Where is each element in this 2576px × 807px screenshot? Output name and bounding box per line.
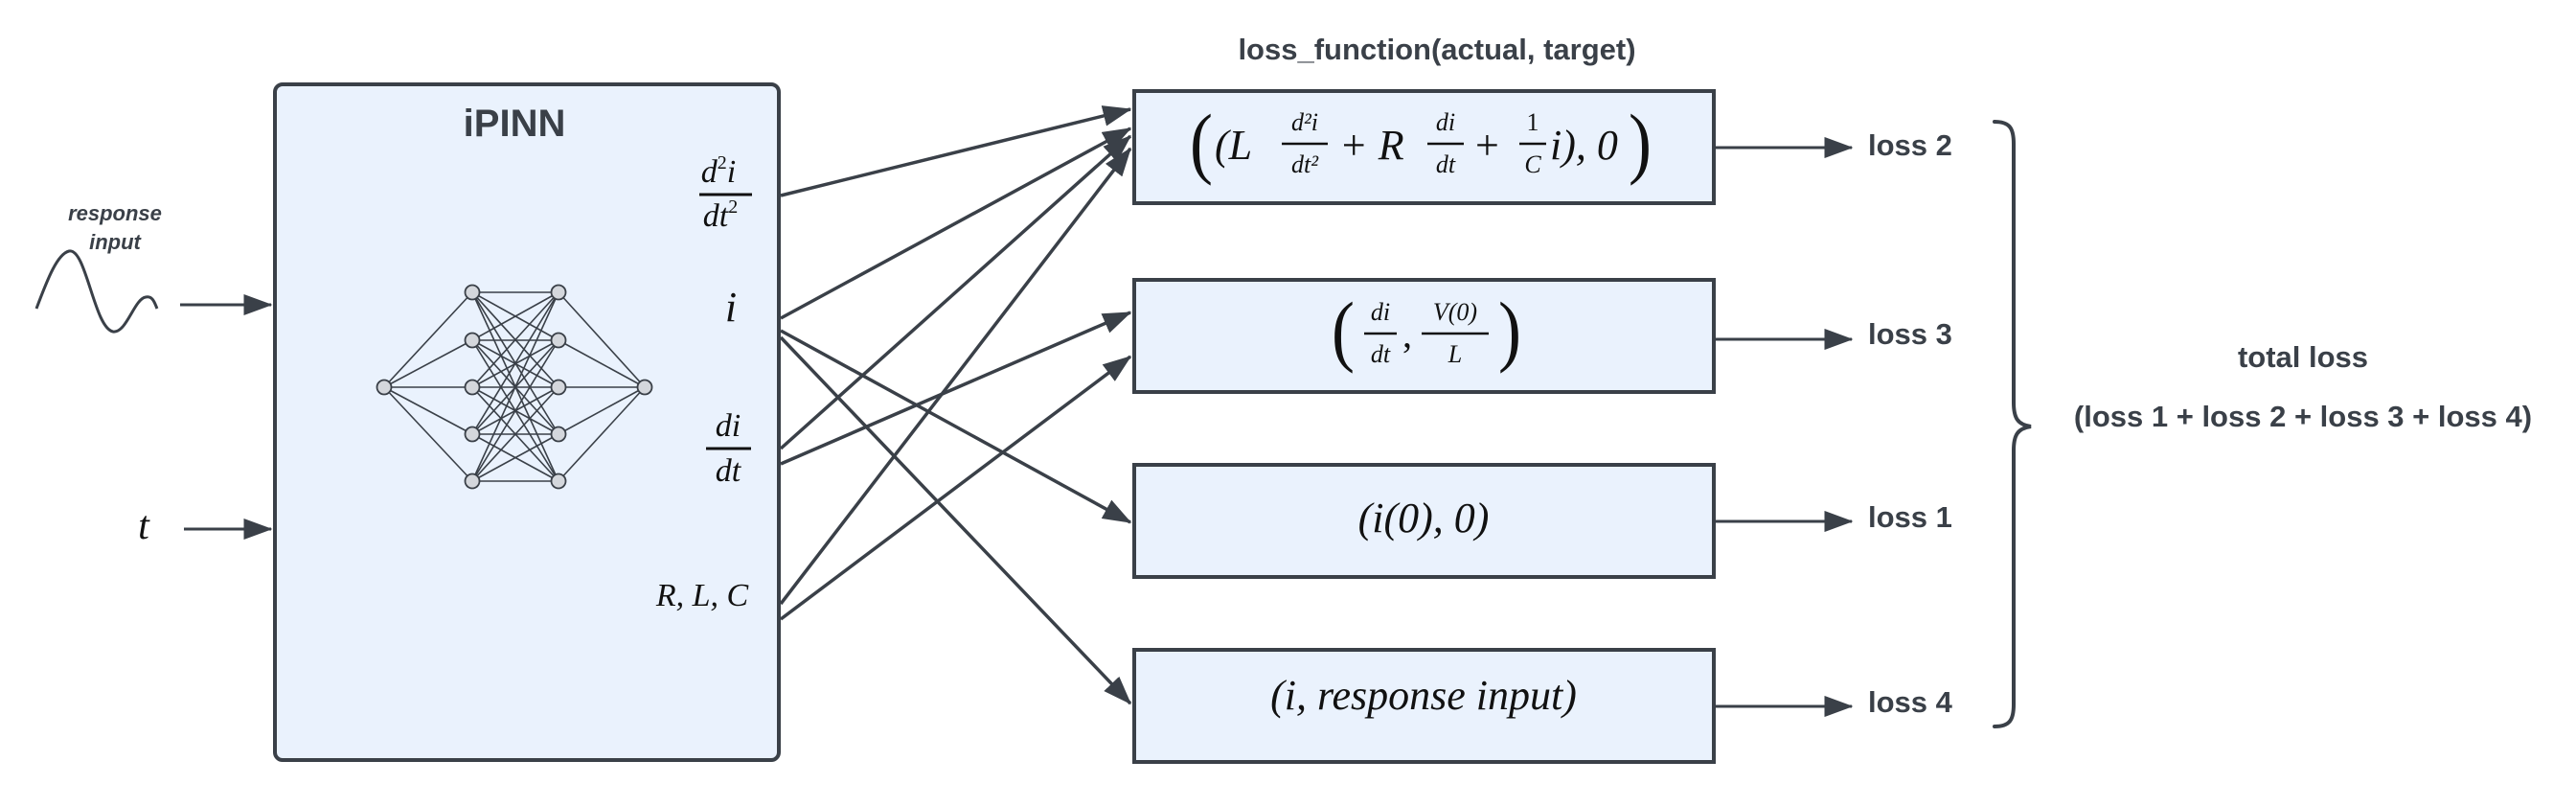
loss-box-3-formula: ( di dt , V(0) L ) — [1332, 286, 1521, 374]
box3-close-paren: ) — [1498, 286, 1521, 374]
loss-box-2 — [1132, 89, 1716, 205]
nn-node — [464, 284, 481, 301]
nn-edge — [471, 433, 559, 482]
d2i-den-dt: dt — [703, 198, 730, 234]
nn-edge — [471, 339, 559, 482]
nn-edge — [471, 386, 559, 482]
loss-box-3 — [1132, 278, 1716, 394]
nn-edge — [471, 291, 559, 435]
arrow-i-to-box4 — [779, 335, 1132, 705]
box2-frac3-num: 1 — [1527, 108, 1539, 136]
box4-formula: (i, response input) — [1270, 672, 1577, 719]
nn-node — [550, 426, 567, 443]
di-denominator: dt — [716, 453, 742, 489]
output-rlc: R, L, C — [655, 578, 749, 613]
response-input-label-line2: input — [89, 230, 142, 254]
arrow-di-to-box3 — [780, 311, 1132, 466]
arrow-i-to-box2 — [780, 127, 1132, 320]
nn-node — [550, 379, 567, 396]
box2-frac1-num: d²i — [1291, 108, 1318, 136]
nn-edge — [471, 291, 559, 482]
box3-open-paren: ( — [1332, 286, 1355, 374]
box2-outer-open-paren: ( — [1190, 98, 1213, 186]
nn-edge — [558, 386, 646, 435]
loss-4-label: loss 4 — [1868, 685, 1953, 719]
svg-text:dt2: dt2 — [703, 196, 738, 234]
d2i-num-d: d — [701, 154, 718, 190]
nn-node — [464, 379, 481, 396]
t-input-label: t — [138, 504, 150, 548]
d2i-den-sup: 2 — [728, 196, 738, 218]
response-waveform-icon — [34, 249, 159, 334]
arrow-d2i-to-box2 — [780, 105, 1132, 197]
box2-frac2-num: di — [1436, 108, 1455, 136]
total-loss-brace — [1993, 120, 2032, 728]
output-d2i-dt2: d2i dt2 — [699, 152, 752, 234]
nn-node — [464, 473, 481, 490]
nn-edge — [383, 291, 473, 388]
nn-edge — [558, 291, 646, 388]
box2-plus-r: + R — [1339, 122, 1404, 169]
loss-2-label: loss 2 — [1868, 128, 1952, 162]
nn-edge — [471, 291, 559, 341]
nn-edge — [383, 386, 473, 435]
d2i-num-sup: 2 — [718, 152, 727, 173]
box3-comma: , — [1402, 312, 1412, 356]
box2-frac2-den: dt — [1436, 150, 1456, 178]
loss-3-label: loss 3 — [1868, 317, 1952, 351]
total-loss-title: total loss — [2238, 340, 2368, 374]
nn-edge — [558, 339, 646, 388]
arrow-di-to-box2 — [779, 134, 1132, 450]
arrow-rlc-to-box3 — [779, 355, 1132, 621]
nn-edge — [471, 291, 559, 388]
nn-edge — [383, 339, 473, 388]
loss-box-4 — [1132, 648, 1716, 764]
box3-frac1-den: dt — [1371, 340, 1391, 368]
output-di-dt: di dt — [706, 408, 751, 489]
loss-1-label: loss 1 — [1868, 500, 1952, 534]
di-numerator: di — [716, 408, 741, 444]
box1-formula: (i(0), 0) — [1358, 495, 1490, 542]
d2i-num-i: i — [727, 154, 736, 190]
nn-edge — [558, 386, 646, 482]
loss-function-header: loss_function(actual, target) — [1238, 33, 1635, 66]
nn-node — [550, 473, 567, 490]
box3-frac2-den: L — [1448, 340, 1462, 368]
nn-node — [550, 332, 567, 349]
box3-frac1-num: di — [1371, 298, 1390, 326]
arrow-i-to-box1 — [780, 329, 1132, 524]
nn-node — [636, 379, 653, 396]
output-i: i — [725, 284, 737, 331]
box2-frac3-den: C — [1524, 150, 1541, 178]
connector-arrows — [779, 105, 1132, 705]
box2-tail: i), 0 — [1550, 122, 1618, 169]
box2-open-inner: (L — [1215, 122, 1252, 169]
box2-frac1-den: dt² — [1291, 150, 1319, 178]
nn-node — [464, 426, 481, 443]
nn-node — [464, 332, 481, 349]
total-loss-formula: (loss 1 + loss 2 + loss 3 + loss 4) — [2074, 400, 2532, 433]
box2-plus: + — [1475, 122, 1499, 169]
nn-node — [376, 379, 393, 396]
neural-network-icon — [376, 284, 653, 490]
response-input-label-line1: response — [68, 201, 162, 225]
arrow-rlc-to-box2 — [779, 147, 1132, 606]
nn-edge — [383, 386, 473, 482]
svg-text:d2i: d2i — [701, 152, 736, 190]
box2-outer-close-paren: ) — [1629, 98, 1652, 186]
box3-frac2-num: V(0) — [1433, 298, 1477, 326]
ipinn-title: iPINN — [464, 103, 566, 145]
loss-box-2-formula: ( (L d²i dt² + R di dt + 1 C i), 0 ) — [1190, 98, 1652, 186]
nn-node — [550, 284, 567, 301]
